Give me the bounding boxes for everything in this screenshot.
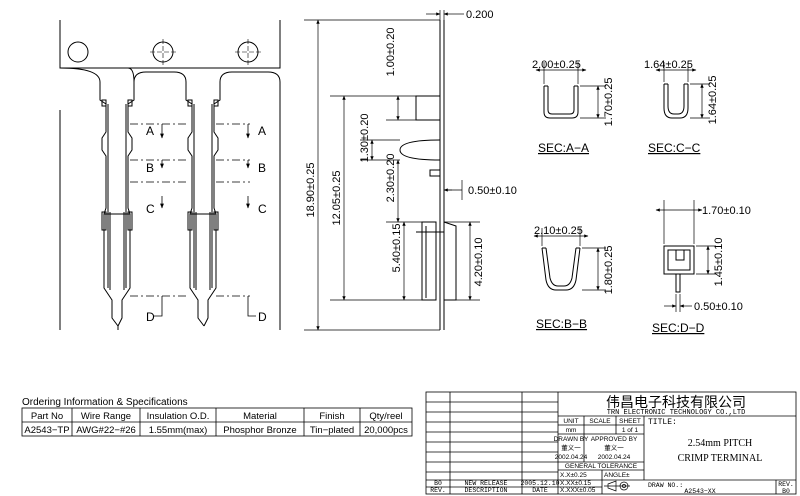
ordering-title: Ordering Information & Specifications [22,397,188,408]
drawn-date: 2002.04.24 [555,454,588,461]
unit-label: UNIT [563,418,578,425]
section-c-c: 1.64±0.25 1.64±0.25 SEC:C−C [644,59,719,155]
approved-name: 董义一 [604,443,624,452]
approved-date: 2002.04.24 [598,454,631,461]
sec-c-width: 1.64±0.25 [644,59,693,71]
tol-xxx: X.XXX±0.05 [560,487,596,494]
dim-420: 4.20±0.10 [473,238,485,287]
cell-finish: Tin−plated [310,425,354,436]
cut-label-d: D [146,310,155,324]
dim-top: 1.00±0.20 [385,28,397,77]
title-line-1: 2.54mm PITCH [688,438,752,449]
rev-header: REV. [430,487,446,494]
dim-12: 12.05±0.25 [331,171,343,226]
tol-x: X.X±0.25 [560,472,587,479]
dim-thickness: 0.200 [466,9,494,21]
rev-value: B0 [782,488,790,495]
draw-no-label: DRAW NO.: [648,482,683,489]
carrier-strip-view [59,20,281,330]
sec-c-height: 1.64±0.25 [707,76,719,125]
cut-labels: A A B B C C D D [146,124,267,324]
col-material: Material [243,411,277,422]
drawn-label: DRAWN BY [554,436,589,443]
dim-mid1: 1.30±0.20 [359,114,371,163]
cell-insulation: 1.55mm(max) [149,425,208,436]
cut-label-c: C [258,202,267,216]
angle-label: ANGLE± [604,472,630,479]
sec-b-width: 2.10±0.25 [534,225,583,237]
rev-desc-entry: NEW RELEASE [465,480,508,487]
sec-d-extra: 0.50±0.10 [694,301,743,313]
cell-wire-range: AWG#22−#26 [76,425,136,436]
col-finish: Finish [319,411,344,422]
approved-label: APPROVED BY [591,436,638,443]
sec-d-title: SEC:D−D [652,321,705,335]
sheet-value: 1 of 1 [622,427,639,434]
cut-label-c: C [146,202,155,216]
pilot-hole [152,41,174,63]
draw-no: A2543−XX [684,488,715,495]
tol-xx: X.XX±0.15 [560,480,591,487]
pilot-hole [237,41,259,63]
sec-d-height: 1.45±0.10 [713,238,725,287]
col-wire-range: Wire Range [81,411,131,422]
sec-b-height: 1.80±0.25 [603,246,615,295]
sheet-label: SHEET [619,418,641,425]
rev-date-entry: 2005.12.10 [520,480,559,487]
side-view-dimensions: 0.200 18.90±0.25 12.05±0.25 1.00±0.20 1.… [305,9,517,286]
dim-540: 5.40±0.15 [391,224,403,273]
col-qty: Qty/reel [369,411,402,422]
col-insulation: Insulation O.D. [147,411,210,422]
cut-label-b: B [258,161,266,175]
cut-label-a: A [146,124,154,138]
section-a-a: 2.00±0.25 1.70±0.25 SEC:A−A [532,59,615,155]
scale-label: SCALE [589,418,611,425]
cell-part-no: A2543−TP [24,425,69,436]
dim-length: 18.90±0.25 [305,163,317,218]
cell-material: Phosphor Bronze [223,425,296,436]
rev-entry: B0 [434,480,442,487]
sec-a-height: 1.70±0.25 [603,78,615,127]
company-name-cn: 伟昌电子科技有限公司 [606,395,746,411]
dim-mid2: 2.30±0.20 [385,154,397,203]
sec-a-width: 2.00±0.25 [532,59,581,71]
col-part-no: Part No [31,411,63,422]
section-d-d: 1.70±0.10 1.45±0.10 0.50±0.10 SEC:D−D [652,200,751,335]
rev-label: REV. [778,481,794,488]
sec-b-title: SEC:B−B [536,317,587,331]
section-b-b: 2.10±0.25 1.80±0.25 SEC:B−B [533,225,615,331]
drawn-name: 董义一 [561,443,581,452]
pilot-hole [67,41,89,63]
sec-c-title: SEC:C−C [648,141,701,155]
projection-symbol [604,480,630,492]
company-name-en: TRN ELECTRONIC TECHNOLOGY CO.,LTD [607,409,746,417]
cut-label-a: A [258,124,266,138]
title-label: TITLE: [648,418,677,427]
sec-d-width: 1.70±0.10 [702,205,751,217]
ordering-table: Ordering Information & Specifications Pa… [21,397,413,437]
tolerance-label: GENERAL TOLERANCE [565,463,638,470]
title-line-2: CRIMP TERMINAL [678,453,763,464]
date-header: DATE [532,487,548,494]
desc-header: DESCRIPTION [465,487,508,494]
sec-a-title: SEC:A−A [538,141,589,155]
side-view [304,10,480,331]
cut-label-d: D [258,310,267,324]
title-block: B0 NEW RELEASE 2005.12.10 REV. DESCRIPTI… [425,391,797,495]
dim-050: 0.50±0.10 [468,185,517,197]
unit-value: mm [566,427,577,434]
cell-qty: 20,000pcs [364,425,408,436]
cut-label-b: B [146,161,154,175]
